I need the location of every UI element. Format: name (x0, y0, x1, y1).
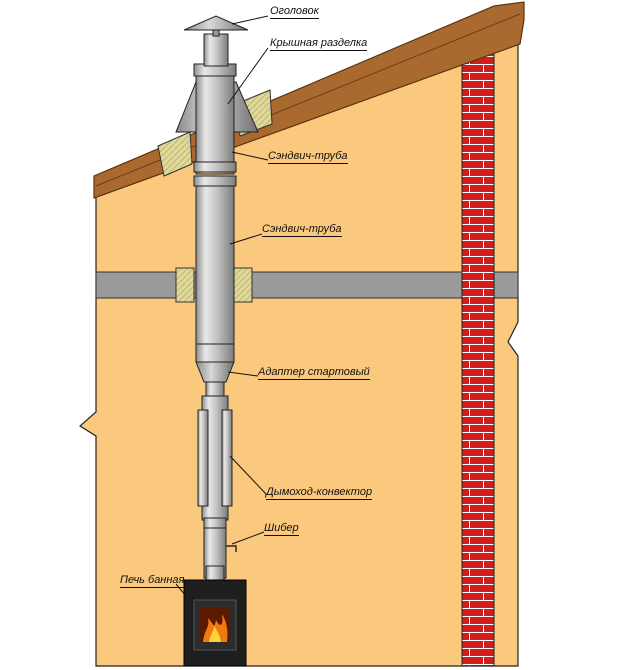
label-adapter: Адаптер стартовый (258, 366, 370, 380)
label-damper: Шибер (264, 522, 299, 536)
damper-handle (226, 545, 237, 552)
floor-slab (95, 271, 519, 299)
pipe-coupling (193, 175, 237, 187)
floor-insulation-right (233, 267, 253, 303)
stove-collar (205, 565, 225, 581)
pipe-coupling (195, 343, 235, 363)
label-roof-pass: Крышная разделка (270, 37, 368, 51)
cap-neck (203, 33, 229, 67)
sandwich-pipe-lower (195, 175, 235, 345)
floor-insulation-left (175, 267, 195, 303)
chimney-cap (183, 15, 249, 31)
pipe-coupling (203, 517, 227, 529)
label-cap: Оголовок (270, 5, 319, 19)
label-convector: Дымоход-конвектор (266, 486, 373, 500)
fire-core (209, 626, 221, 642)
starter-adapter (195, 361, 235, 383)
convector-fin-left (197, 409, 209, 507)
pipe-coupling (193, 161, 237, 173)
leader-lines (175, 15, 269, 597)
roof-insulation-left (157, 131, 193, 177)
label-sandwich-lower: Сэндвич-труба (262, 223, 342, 237)
convector-fin-right (221, 409, 233, 507)
label-sandwich-upper: Сэндвич-труба (268, 150, 348, 164)
sandwich-pipe-upper (195, 65, 235, 175)
label-stove: Печь банная (120, 574, 185, 588)
brick-column (461, 37, 495, 667)
adapter-neck (205, 381, 225, 397)
